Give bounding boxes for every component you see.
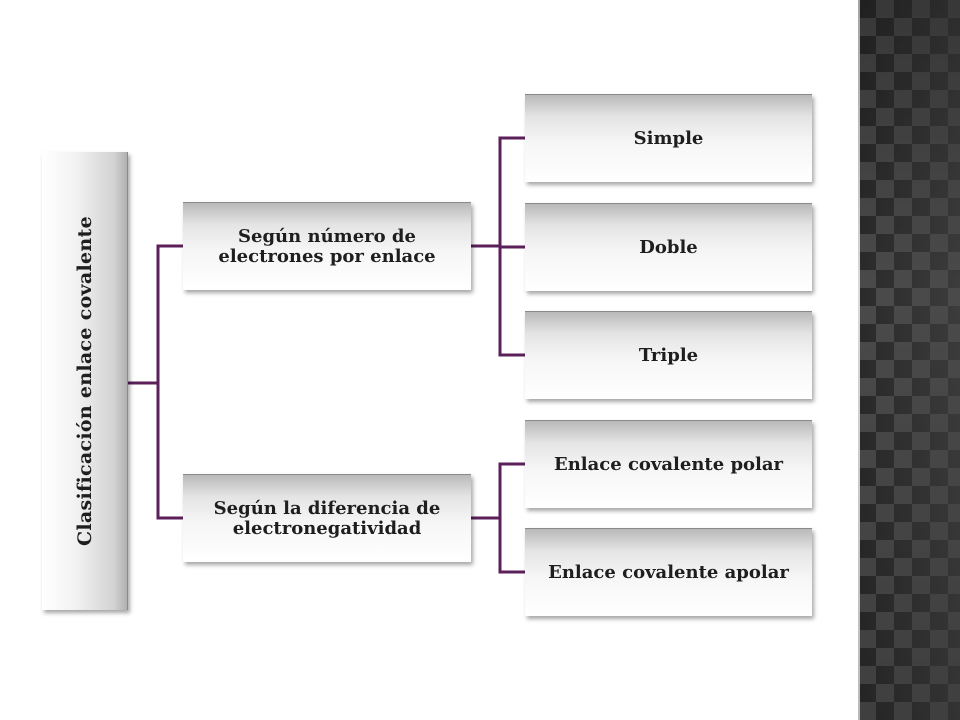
connector-electrons-to-leaves: [469, 136, 527, 357]
leaf-node-polar-label: Enlace covalente polar: [553, 453, 784, 475]
connector-electronegativity-to-leaves: [469, 462, 527, 574]
group-node-electrons: Según número de electrones por enlace: [183, 202, 471, 290]
leaf-node-doble: Doble: [525, 203, 812, 291]
leaf-node-simple-label: Simple: [633, 127, 704, 149]
group-node-electrons-label: Según número de electrones por enlace: [218, 225, 436, 267]
leaf-node-simple: Simple: [525, 94, 812, 182]
root-node-label: Clasificación enlace covalente: [73, 215, 96, 547]
connector-root-to-groups: [126, 244, 185, 520]
leaf-node-polar: Enlace covalente polar: [525, 420, 812, 508]
leaf-node-triple-label: Triple: [638, 344, 699, 366]
decorative-side-strip: [858, 0, 960, 720]
root-node: Clasificación enlace covalente: [42, 152, 128, 610]
leaf-node-apolar: Enlace covalente apolar: [525, 528, 812, 616]
group-node-electronegativity: Según la diferencia de electronegativida…: [183, 474, 471, 562]
leaf-node-doble-label: Doble: [639, 236, 698, 258]
leaf-node-triple: Triple: [525, 311, 812, 399]
group-node-electronegativity-label: Según la diferencia de electronegativida…: [213, 497, 441, 539]
leaf-node-apolar-label: Enlace covalente apolar: [548, 561, 789, 583]
